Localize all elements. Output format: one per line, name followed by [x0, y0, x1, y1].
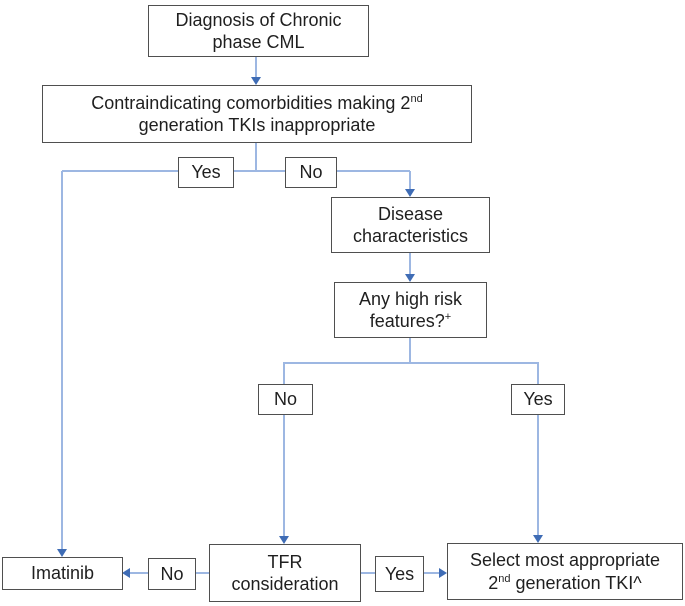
edge-highrisk-down: [409, 338, 411, 364]
edge-tfr-to-no3: [196, 572, 209, 574]
edge-yes-no-split-row1: [62, 170, 410, 172]
edge-yes3-to-select: [424, 572, 440, 574]
edge-yes-to-imatinib: [61, 171, 63, 550]
arrowhead-into-imatinib-top: [57, 549, 67, 557]
node-contraindicating-comorbidities: Contraindicating comorbidities making 2n…: [42, 85, 472, 143]
node-yes-tfr: Yes: [375, 556, 424, 592]
edge-no-to-disease: [409, 171, 411, 190]
edge-yes2-to-select: [537, 415, 539, 536]
arrowhead-into-imatinib-right: [122, 568, 130, 578]
edge-comorbidities-down: [255, 143, 257, 172]
edge-tfr-to-yes3: [361, 572, 375, 574]
node-no-comorbidities: No: [285, 157, 337, 188]
edge-diagnosis-to-comorbidities: [255, 57, 257, 79]
arrowhead-into-tfr: [279, 536, 289, 544]
arrowhead-into-disease: [405, 189, 415, 197]
arrowhead-into-comorbidities: [251, 77, 261, 85]
node-imatinib: Imatinib: [2, 557, 123, 590]
node-no-tfr: No: [148, 558, 196, 590]
edge-no3-to-imatinib: [130, 572, 148, 574]
arrowhead-into-select-top: [533, 535, 543, 543]
edge-no-yes-split-row2: [283, 362, 539, 364]
node-yes-comorbidities: Yes: [178, 157, 234, 188]
node-no-high-risk: No: [258, 384, 313, 415]
edge-split-to-yes2: [537, 362, 539, 385]
arrowhead-into-select-left: [439, 568, 447, 578]
edge-disease-to-highrisk: [409, 253, 411, 275]
edge-split-to-no2: [283, 362, 285, 385]
arrowhead-into-highrisk: [405, 274, 415, 282]
node-yes-high-risk: Yes: [511, 384, 565, 415]
edge-no2-to-tfr: [283, 415, 285, 537]
